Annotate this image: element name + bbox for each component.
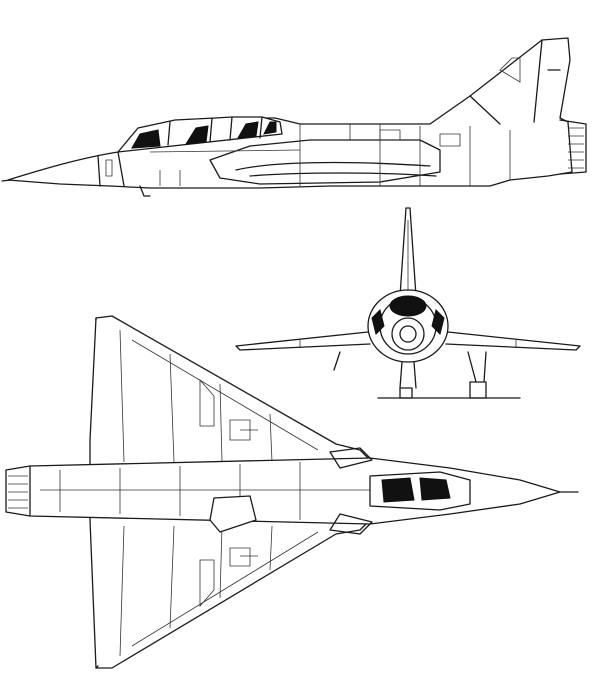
front-view xyxy=(235,207,581,399)
side-view xyxy=(1,37,587,197)
top-view xyxy=(5,315,579,669)
